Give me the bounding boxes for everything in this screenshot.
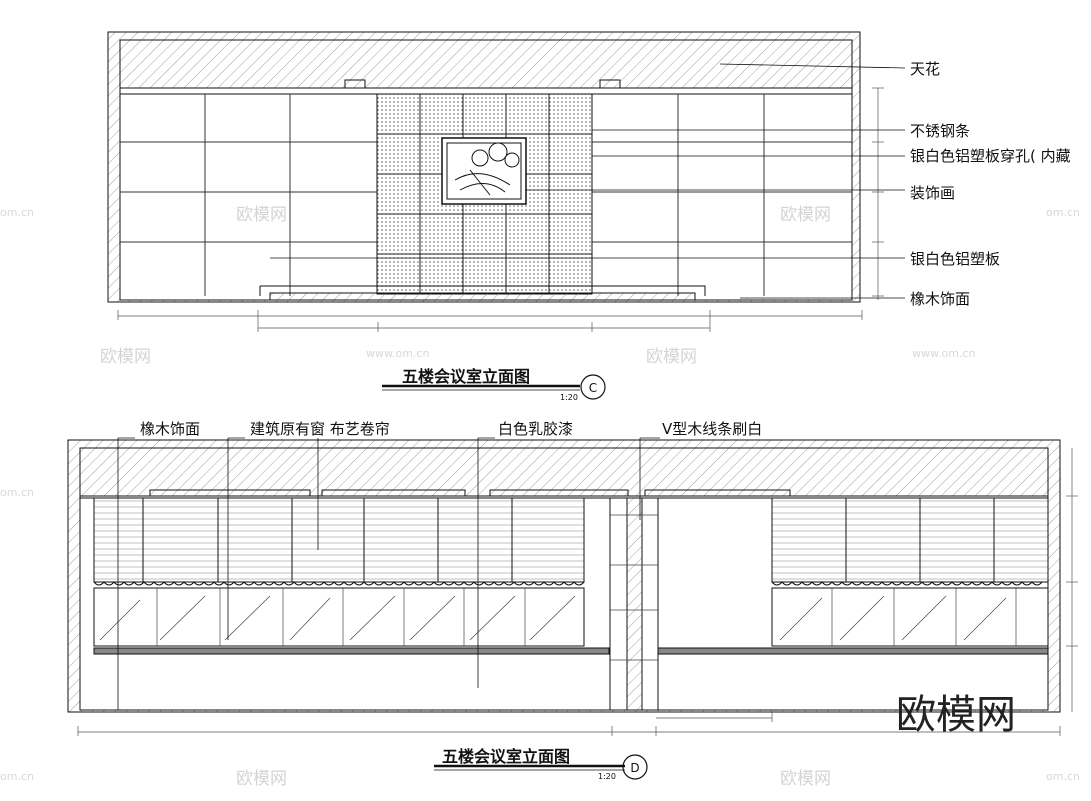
label-decorative-painting: 装饰画: [910, 184, 955, 202]
watermark-site: om.cn: [0, 486, 34, 499]
elevation-c-dimensions: [117, 87, 884, 332]
label-oak-veneer-d: 橡木饰面: [140, 420, 200, 438]
elevation-d-left-glass: [93, 587, 585, 647]
elevation-c-left-panels: [120, 94, 377, 296]
watermark-site: www.om.cn: [366, 347, 429, 360]
elevation-d-leaders: [117, 437, 660, 710]
watermark-site: om.cn: [1046, 770, 1080, 783]
label-stainless-strip: 不锈钢条: [910, 122, 970, 140]
label-white-latex-paint: 白色乳胶漆: [498, 420, 573, 438]
elevation-c-right-panels: [592, 94, 852, 296]
elevation-d-ceiling: [79, 447, 1049, 497]
watermarks: 欧模网 欧模网 欧模网 欧模网 欧模网 欧模网 www.om.cn www.om…: [0, 205, 1080, 789]
watermark-brand: 欧模网: [100, 347, 151, 367]
label-oak-veneer-c: 橡木饰面: [910, 290, 970, 308]
elevation-c-leaders: [270, 63, 906, 299]
label-ceiling: 天花: [910, 60, 940, 78]
elevation-d-right-glass: [771, 587, 1049, 647]
elevation-c-title: 五楼会议室立面图: [402, 367, 530, 386]
elevation-c-ceiling: [119, 39, 853, 89]
watermark-site: om.cn: [1046, 206, 1080, 219]
watermark-brand: 欧模网: [780, 205, 831, 225]
elevation-d-left-curtain: [93, 497, 585, 583]
elevation-d-title: 五楼会议室立面图: [442, 747, 570, 766]
elevation-d-tag: D: [630, 761, 639, 775]
elevation-c-decorative-painting: [441, 137, 527, 205]
watermark-site: om.cn: [0, 770, 34, 783]
watermark-site: om.cn: [0, 206, 34, 219]
elevation-d-tag-circle: [622, 754, 648, 780]
watermark-brand: 欧模网: [236, 205, 287, 225]
watermark-site: www.om.cn: [912, 347, 975, 360]
elevation-c-tag: C: [589, 381, 597, 395]
elevation-d-v-groove-column: [626, 497, 643, 711]
label-perforated-panel: 银白色铝塑板穿孔( 内藏: [910, 147, 1071, 165]
label-v-groove-wood: V型木线条刷白: [662, 420, 762, 438]
watermark-brand: 欧模网: [646, 347, 697, 367]
elevation-d-dimensions: [77, 448, 1078, 736]
elevation-c: [107, 31, 906, 400]
elevation-c-scale: 1:20: [560, 393, 578, 402]
label-aluminum-panel: 银白色铝塑板: [910, 250, 1000, 268]
elevation-d-right-curtain: [771, 497, 1049, 583]
elevation-c-tag-circle: [580, 374, 606, 400]
elevation-d-scale: 1:20: [598, 772, 616, 781]
watermark-brand: 欧模网: [236, 769, 287, 789]
watermark-brand-large: 欧模网: [896, 692, 1016, 738]
elevation-d: [67, 437, 1078, 780]
watermark-brand: 欧模网: [780, 769, 831, 789]
label-window-roller-blind: 建筑原有窗 布艺卷帘: [250, 420, 390, 438]
